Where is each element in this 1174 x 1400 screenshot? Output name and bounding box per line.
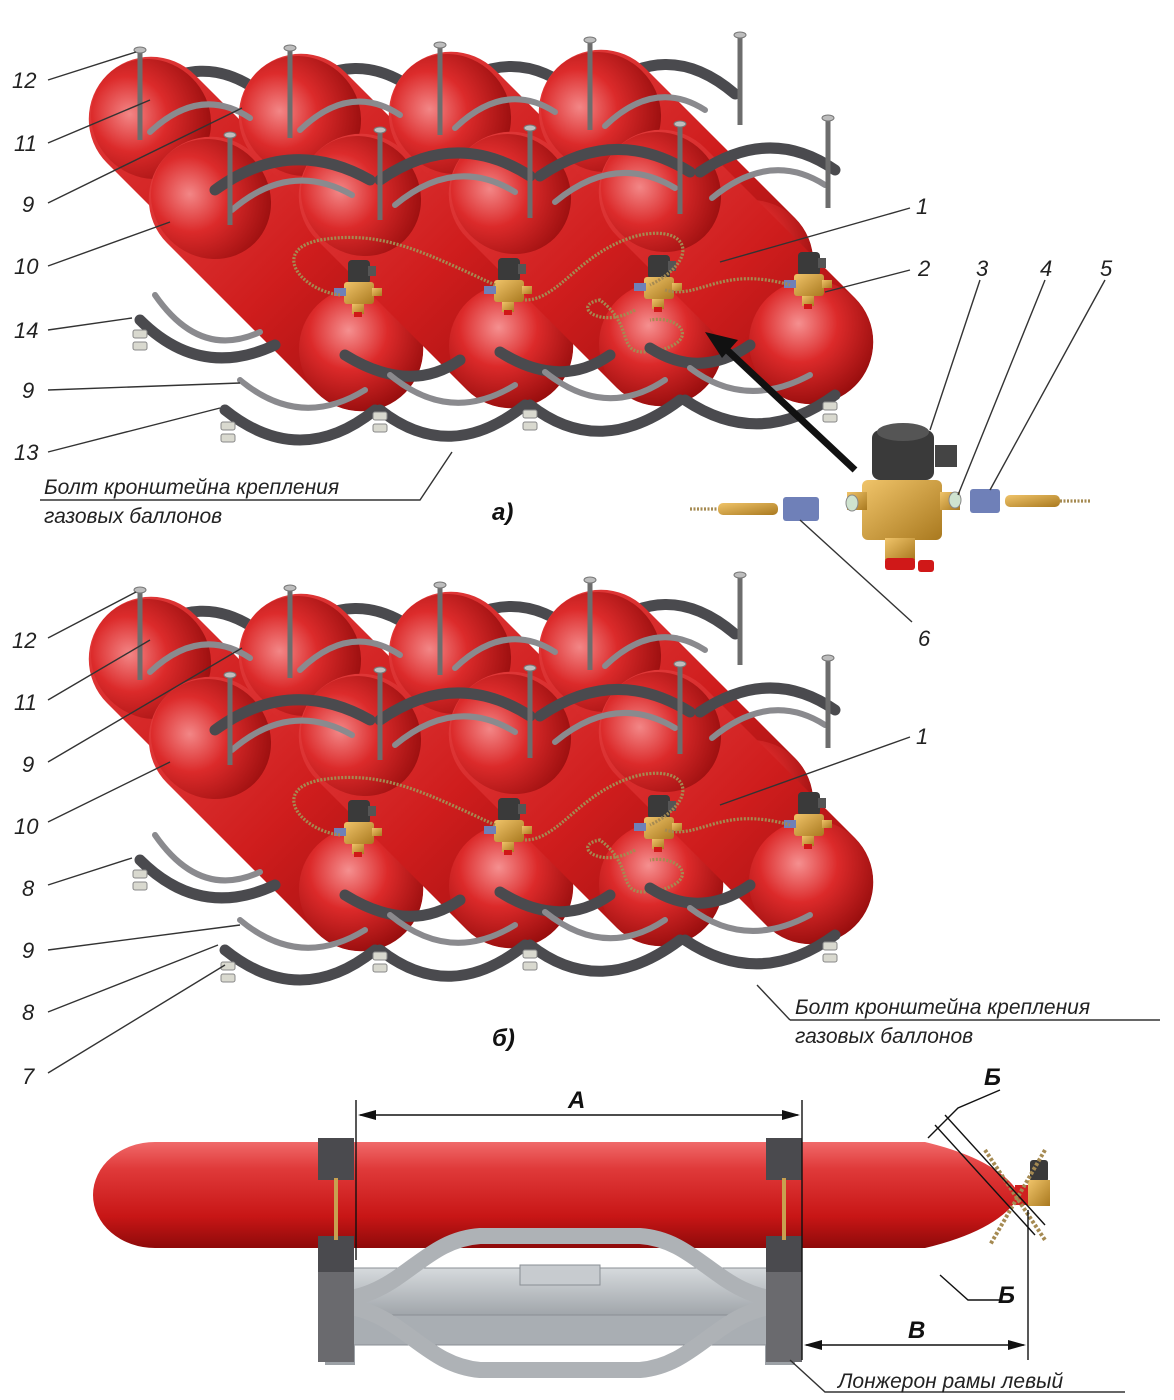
label-1: 1 <box>916 724 928 749</box>
dimension-A: А <box>567 1087 585 1114</box>
label-2: 2 <box>917 256 930 281</box>
label-9: 9 <box>22 752 34 777</box>
label-11: 11 <box>14 690 37 715</box>
label-12: 12 <box>12 628 36 653</box>
side-view: А В Б Б Лонжерон рамы левый <box>93 1064 1125 1393</box>
bolt-caption-a-line2: газовых баллонов <box>44 505 222 528</box>
label-9: 9 <box>22 938 34 963</box>
label-1: 1 <box>916 194 928 219</box>
labels-b: 12 11 9 10 8 9 8 7 1 Болт кронштейна кре… <box>12 628 1090 1089</box>
assembly-b <box>66 567 873 982</box>
label-6: 6 <box>918 626 931 651</box>
frame-bracket-icon <box>319 1228 801 1378</box>
label-11: 11 <box>14 131 37 156</box>
label-9: 9 <box>22 378 34 403</box>
caption-a: а) <box>492 499 513 526</box>
spar-caption: Лонжерон рамы левый <box>836 1370 1063 1393</box>
labels-a: 12 11 9 10 14 9 13 1 2 3 4 5 6 Болт крон… <box>12 68 1113 651</box>
label-7: 7 <box>22 1064 35 1089</box>
valve-exploded-view <box>690 332 1090 572</box>
dimension-B-top: Б <box>984 1064 1001 1091</box>
label-9: 9 <box>22 192 34 217</box>
leaders-a <box>40 51 1106 623</box>
label-10: 10 <box>14 254 39 279</box>
dimension-V: В <box>908 1317 925 1344</box>
assembly-a <box>66 27 873 442</box>
dimension-B-bottom: Б <box>998 1282 1015 1309</box>
leaders-b <box>47 591 1160 1074</box>
label-4: 4 <box>1040 256 1052 281</box>
label-3: 3 <box>976 256 989 281</box>
label-13: 13 <box>14 440 39 465</box>
label-5: 5 <box>1100 256 1113 281</box>
label-14: 14 <box>14 318 38 343</box>
bolt-caption-b-line1: Болт кронштейна крепления <box>795 996 1090 1019</box>
label-8: 8 <box>22 876 35 901</box>
bolt-caption-b-line2: газовых баллонов <box>795 1025 973 1048</box>
label-8: 8 <box>22 1000 35 1025</box>
bolt-caption-a-line1: Болт кронштейна крепления <box>44 476 339 499</box>
label-10: 10 <box>14 814 39 839</box>
caption-b: б) <box>492 1025 515 1052</box>
label-12: 12 <box>12 68 36 93</box>
